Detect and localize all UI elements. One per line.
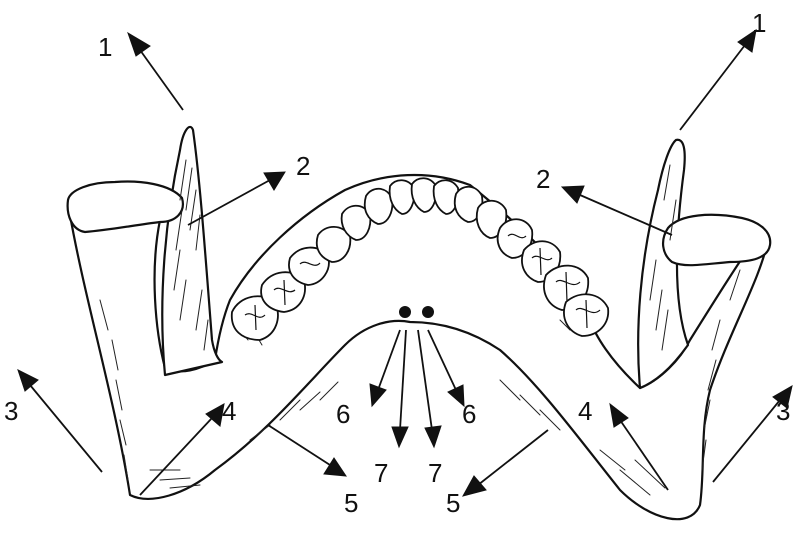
foramen-left-dot [399, 306, 411, 318]
label-4-left: 4 [222, 396, 236, 426]
label-4-right: 4 [578, 396, 592, 426]
foramen-right-dot [422, 306, 434, 318]
label-7-left: 7 [374, 458, 388, 488]
tooth [365, 189, 393, 224]
left-condyle [68, 182, 183, 232]
label-1-right: 1 [752, 8, 766, 38]
label-5-left: 5 [344, 488, 358, 518]
label-5-right: 5 [446, 488, 460, 518]
left-coronoid-process [162, 127, 222, 375]
right-condyle [663, 215, 770, 265]
label-2-left: 2 [296, 151, 310, 181]
label-1-left: 1 [98, 32, 112, 62]
label-3-left: 3 [4, 396, 18, 426]
label-7-right: 7 [428, 458, 442, 488]
label-2-right: 2 [536, 164, 550, 194]
label-6-left: 6 [336, 399, 350, 429]
label-3-right: 3 [776, 396, 790, 426]
label-6-right: 6 [462, 399, 476, 429]
